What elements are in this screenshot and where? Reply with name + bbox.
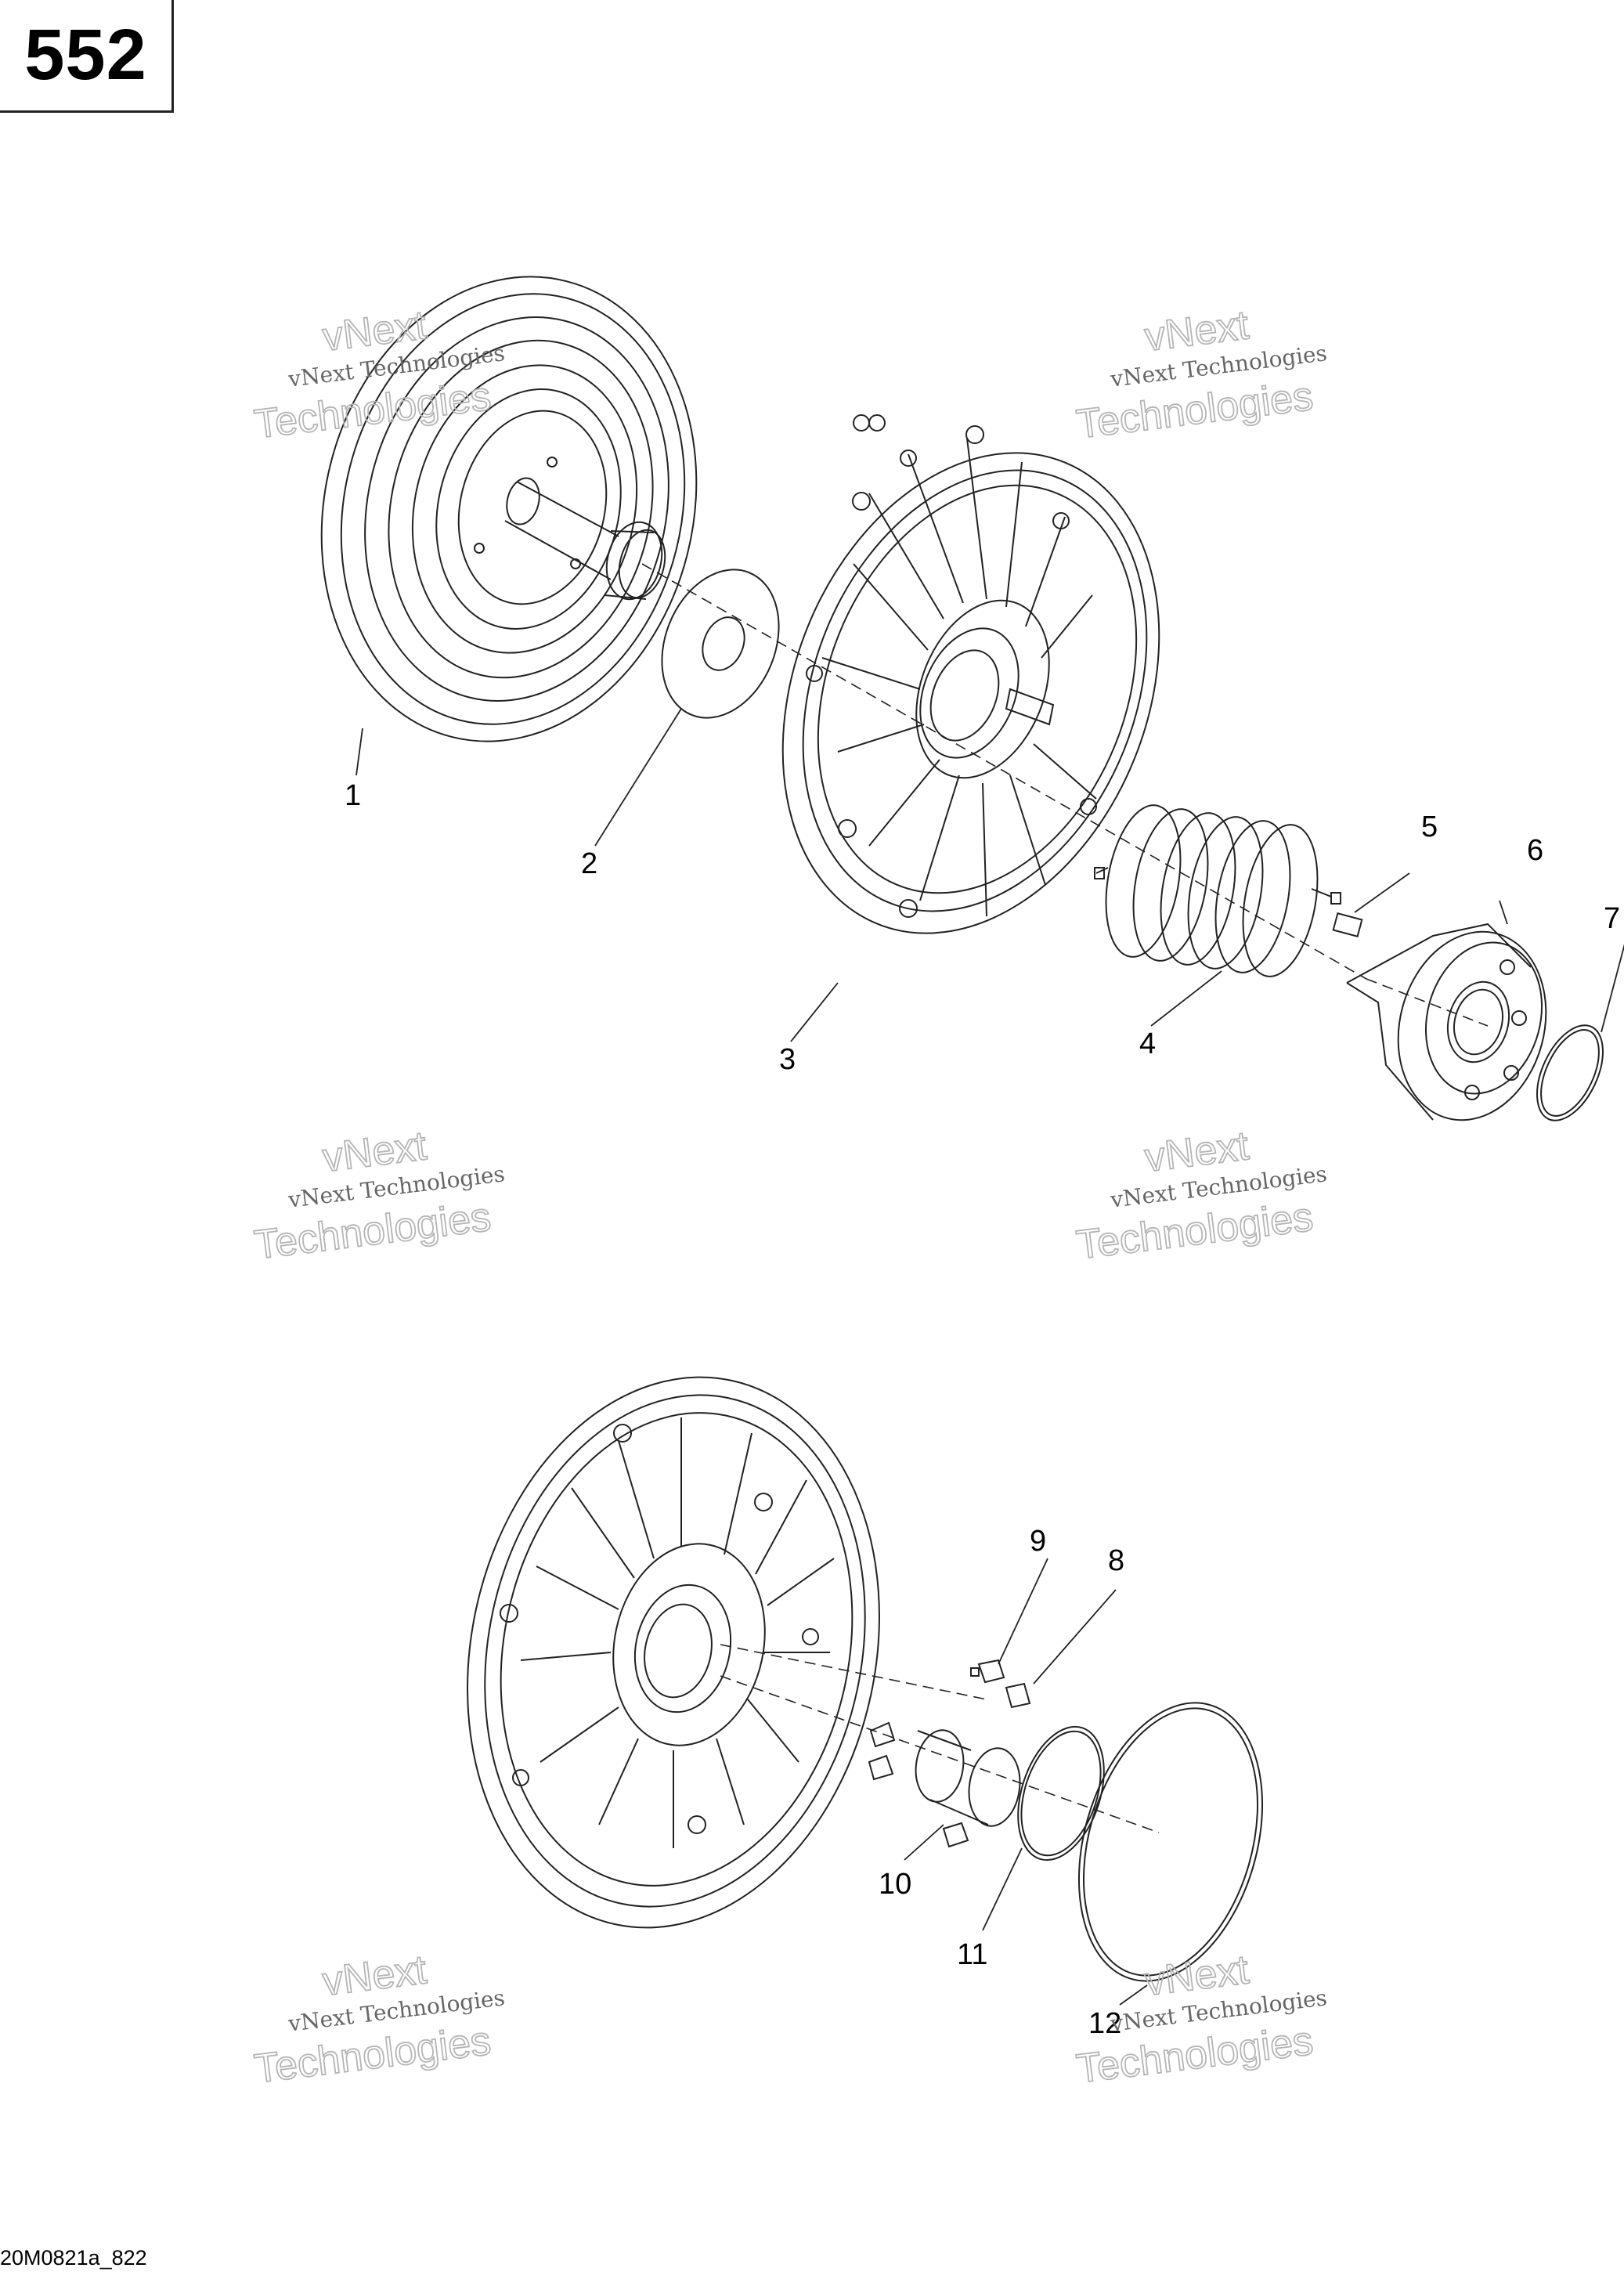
page-number: 552 <box>24 15 147 95</box>
callout-10: 10 <box>879 1868 911 1901</box>
callout-11: 11 <box>957 1938 987 1971</box>
drawing-reference-code: 20M0821a_822 <box>0 2246 147 2270</box>
callout-6: 6 <box>1527 834 1543 867</box>
part-4-spring <box>1094 804 1341 977</box>
watermark-mid-left: vNext vNext Technologies Technologies <box>251 1122 507 1269</box>
callout-12: 12 <box>1088 2007 1121 2040</box>
part-6-cam <box>1346 923 1547 1121</box>
callout-7: 7 <box>1604 902 1620 935</box>
part-11-retaining-ring <box>1017 1725 1105 1862</box>
callout-9: 9 <box>1030 1525 1046 1558</box>
part-lower-sheave-rear <box>467 1376 880 1929</box>
callout-8: 8 <box>1108 1544 1124 1577</box>
part-5-slider-button <box>1332 912 1363 937</box>
watermark-top-left: vNext vNext Technologies Technologies <box>251 302 507 448</box>
watermark-mid-right: vNext vNext Technologies Technologies <box>1074 1122 1329 1269</box>
part-8-slider-shoe <box>1005 1682 1031 1709</box>
callout-1: 1 <box>345 779 361 812</box>
callout-2: 2 <box>581 847 597 880</box>
svg-text:Technologies: Technologies <box>1074 1194 1315 1269</box>
part-2-washer <box>661 569 780 719</box>
part-7-circlip <box>1536 1024 1604 1121</box>
callout-3: 3 <box>779 1043 796 1076</box>
callout-labels: 1 2 3 4 5 6 7 8 9 10 11 12 <box>345 779 1620 2040</box>
assembly-axis-lines <box>641 563 1489 1833</box>
svg-text:Technologies: Technologies <box>252 1194 493 1269</box>
part-1-fixed-sheave <box>320 276 698 742</box>
watermark-top-right: vNext vNext Technologies Technologies <box>1074 302 1329 448</box>
loose-slider-shoes <box>868 1721 969 1848</box>
watermark-bottom-left: vNext vNext Technologies Technologies <box>251 1946 507 2093</box>
svg-text:Technologies: Technologies <box>252 2018 493 2093</box>
callout-5: 5 <box>1421 811 1438 843</box>
part-3-movable-sheave <box>781 414 1160 934</box>
svg-text:Technologies: Technologies <box>1074 374 1315 448</box>
page-number-box: 552 <box>0 0 174 113</box>
part-9-slider <box>970 1659 1005 1684</box>
leader-lines <box>355 708 1624 2006</box>
svg-text:Technologies: Technologies <box>252 374 493 448</box>
part-10-bushing <box>915 1729 1021 1827</box>
callout-4: 4 <box>1139 1027 1156 1060</box>
part-12-large-ring <box>1077 1702 1264 1982</box>
